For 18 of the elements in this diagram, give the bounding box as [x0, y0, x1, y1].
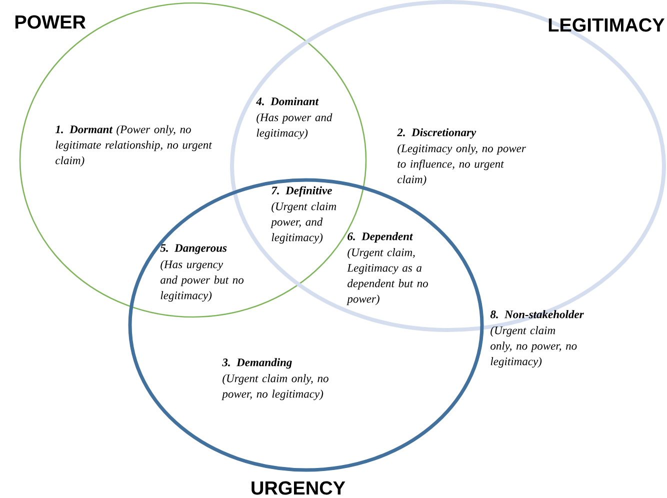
region-heading: 4. Dominant: [256, 97, 319, 106]
region-description: (Legitimacy only, no power to influence, no urgent claim): [398, 144, 526, 186]
region-description: (Urgent claim only, no power, no legitimacy): [490, 326, 577, 368]
circle-heading: LEGITIMACY: [548, 18, 664, 32]
circle-heading: URGENCY: [252, 481, 346, 495]
region-description: (Has urgency and power but no legitimacy): [160, 260, 244, 302]
region-description: (Urgent claim only, no power, no legitimacy): [222, 374, 328, 400]
region-description: (Has power and legitimacy): [256, 113, 332, 140]
region-description: (Urgent claim power, and legitimacy): [270, 202, 336, 244]
circle-heading: POWER: [15, 15, 86, 29]
region-heading: 2. Discretionary: [397, 128, 476, 139]
region-heading: 7. Definitive: [272, 186, 332, 197]
region-heading: 3. Demanding: [222, 358, 292, 369]
region-description: (Urgent claim, Legitimacy as a dependent but no power): [346, 248, 428, 306]
region-heading: 5. Dangerous: [160, 244, 227, 254]
region-heading: 8. Non-stakeholder: [490, 310, 584, 318]
region-heading: 6. Dependent: [348, 232, 413, 243]
region-description: 1. Dormant (Power only, no legitimate relationship, no urgent claim): [55, 125, 212, 167]
